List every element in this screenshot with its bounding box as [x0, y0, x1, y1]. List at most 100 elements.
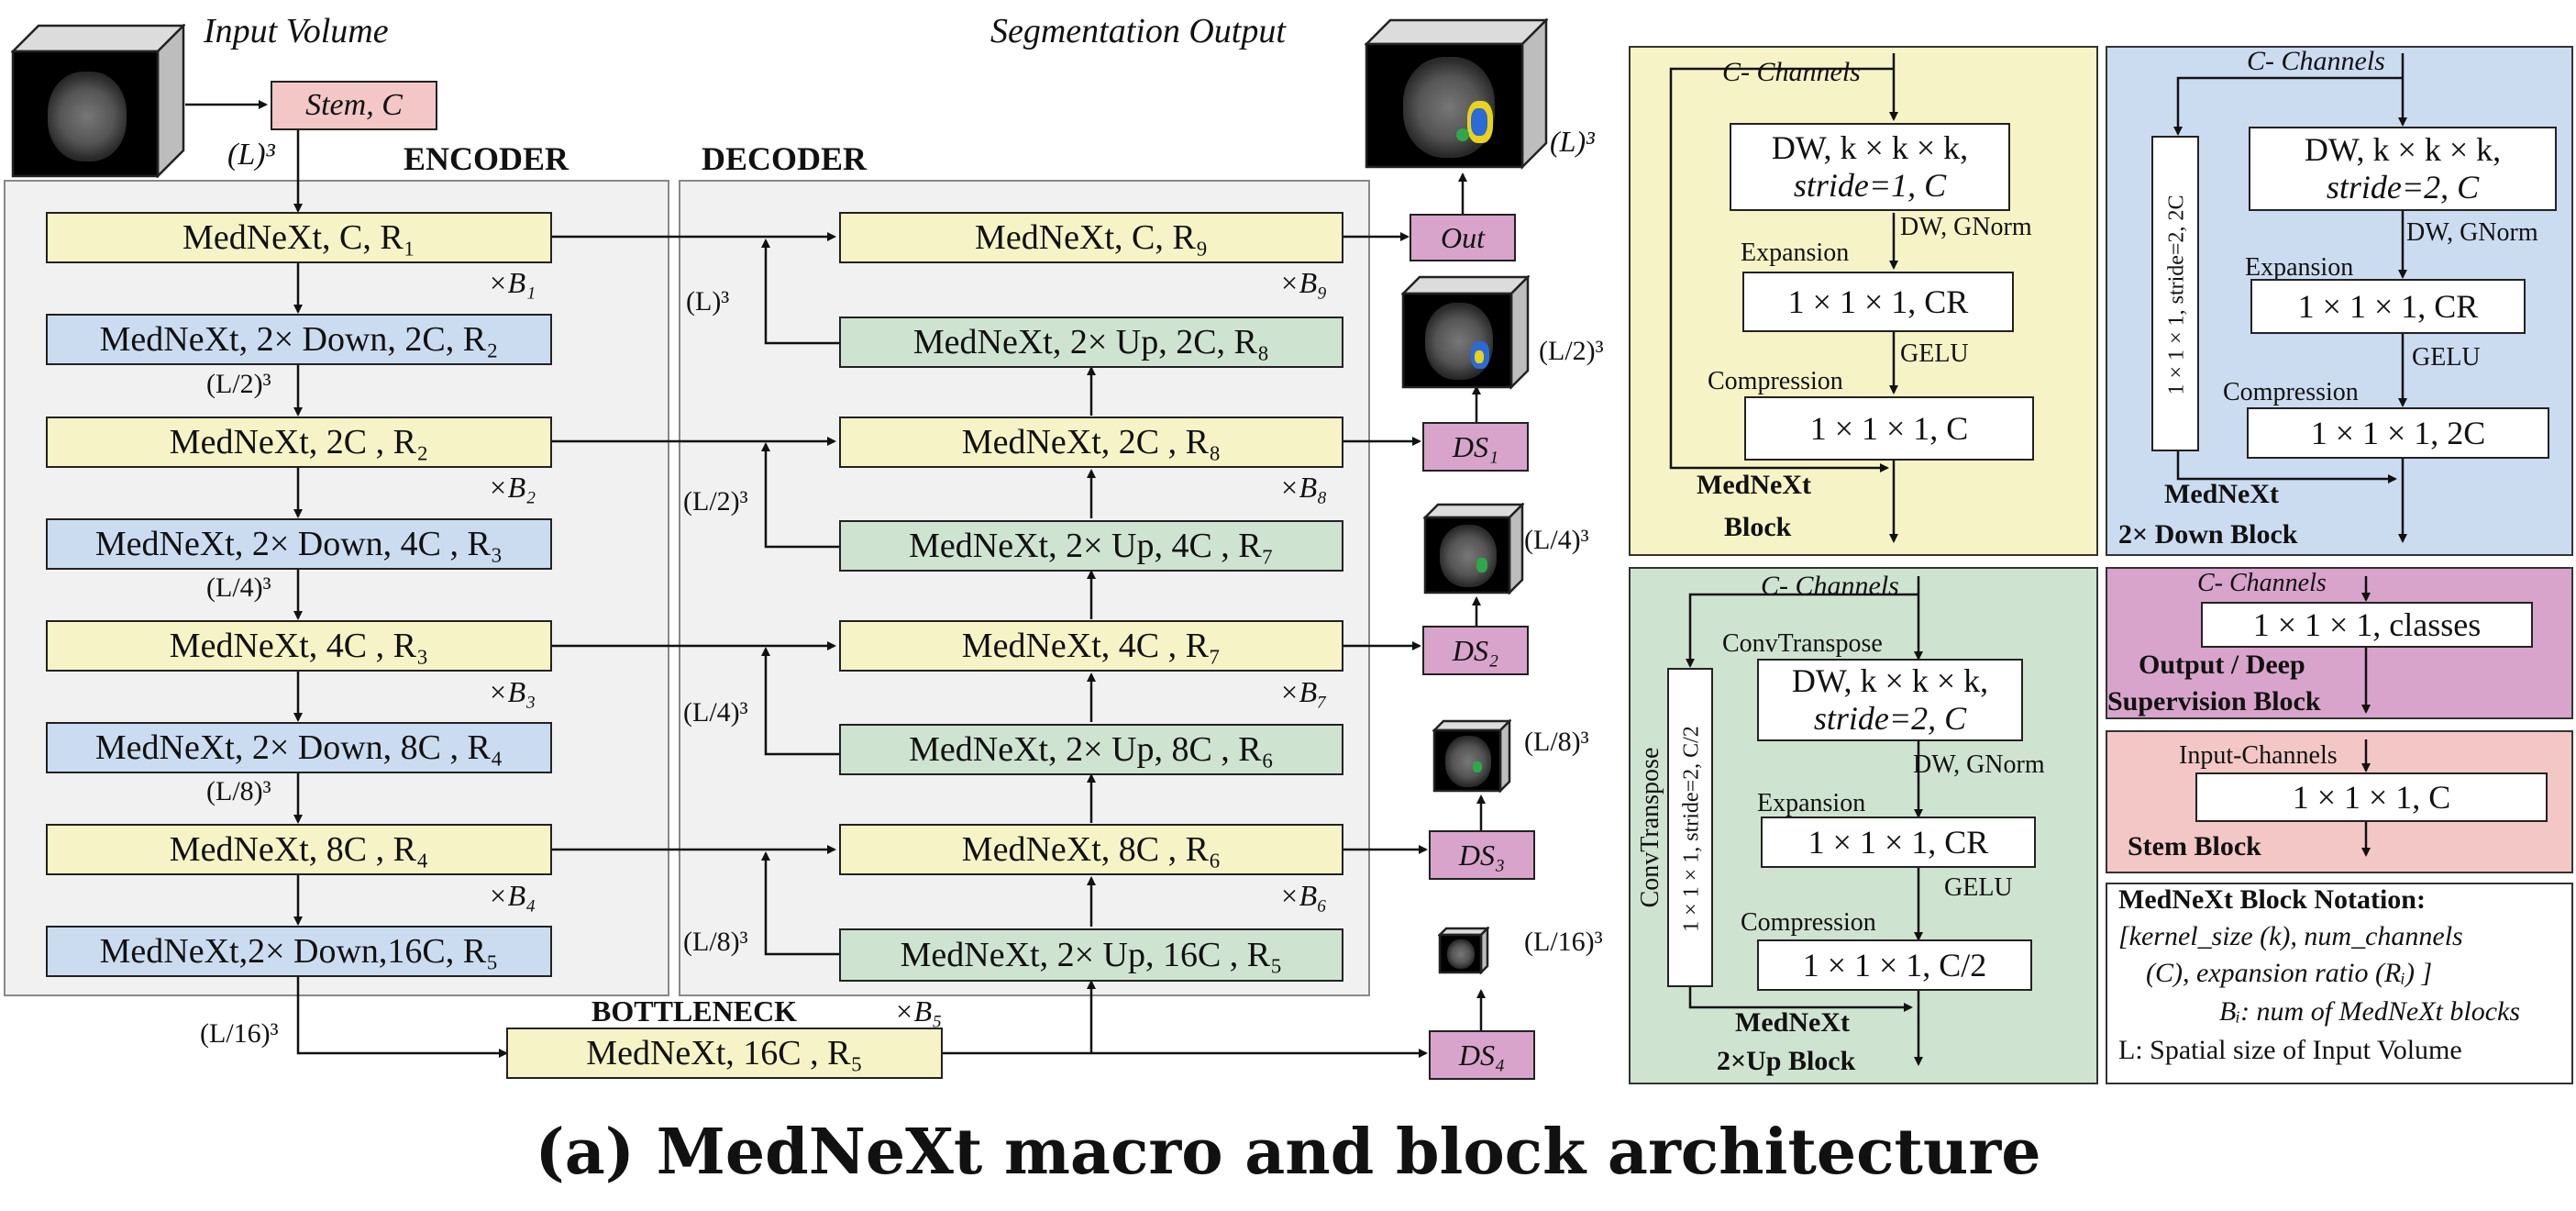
- output-block-name-1: Output / Deep: [2139, 650, 2305, 680]
- down-dw-box: DW, k × k × k, stride=2, C: [2249, 127, 2557, 211]
- notation-line-4: L: Spatial size of Input Volume: [2118, 1035, 2462, 1065]
- mednext-dw-line2: stride=1, C: [1793, 167, 1947, 204]
- mednext-dw-line1: DW, k × k × k,: [1771, 128, 1969, 166]
- size-l3-decoder: (L)³: [686, 286, 730, 317]
- segmentation-size-label: (L)³: [1550, 125, 1595, 158]
- decoder-up-block-2: MedNeXt, 2× Up, 4C , R₇: [839, 520, 1343, 572]
- size-l2-decoder: (L/2)³: [683, 486, 748, 517]
- up-dw-line1: DW, k × k × k,: [1791, 661, 1989, 699]
- down-block-name-1: MedNeXt: [2164, 479, 2279, 509]
- mednext-block-name-1: MedNeXt: [1697, 470, 1811, 500]
- encoder-block-1: MedNeXt, C, R₁: [46, 212, 552, 263]
- encoder-block-4: MedNeXt, 8C , R₄: [46, 824, 552, 875]
- repeat-b3: ×B₃: [488, 675, 536, 708]
- input-volume-label: Input Volume: [204, 12, 389, 50]
- size-l4-decoder: (L/4)³: [683, 697, 748, 728]
- mednext-compression-box: 1 × 1 × 1, C: [1744, 396, 2034, 461]
- repeat-b9: ×B₉: [1279, 266, 1328, 299]
- decoder-label: DECODER: [702, 140, 868, 177]
- notation-line-2: (C), expansion ratio (Rᵢ) ]: [2146, 958, 2433, 988]
- mednext-compression-label: Compression: [1708, 367, 1843, 395]
- ds1-size-label: (L/2)³: [1539, 336, 1604, 366]
- out-box: Out: [1410, 214, 1516, 261]
- output-box: 1 × 1 × 1, classes: [2201, 602, 2533, 648]
- size-l16-encoder: (L/16)³: [200, 1018, 279, 1049]
- mednext-block-name-2: Block: [1724, 512, 1792, 542]
- ds2-box: DS₂: [1422, 626, 1529, 675]
- ds3-box: DS₃: [1429, 830, 1535, 880]
- up-dw-norm-label: DW, GNorm: [1913, 750, 2045, 779]
- size-l8-decoder: (L/8)³: [683, 927, 748, 957]
- up-side-label: ConvTranspose: [1636, 747, 1664, 908]
- stem-box: Stem, C: [271, 81, 437, 130]
- stem-size-label: (L)³: [227, 138, 275, 172]
- mednext-channels-label: C- Channels: [1722, 57, 1861, 87]
- ds4-box: DS₄: [1429, 1030, 1535, 1080]
- input-volume-cube: [11, 24, 185, 178]
- ds1-box: DS₁: [1422, 422, 1529, 472]
- up-expansion-box: 1 × 1 × 1, CR: [1761, 817, 2036, 868]
- ds4-size-label: (L/16)³: [1524, 927, 1603, 957]
- encoder-label: ENCODER: [404, 140, 569, 177]
- ds2-size-label: (L/4)³: [1524, 525, 1589, 555]
- down-dw-line1: DW, k × k × k,: [2304, 130, 2502, 168]
- up-compression-box: 1 × 1 × 1, C/2: [1757, 939, 2032, 991]
- output-block-name-2: Supervision Block: [2107, 686, 2321, 717]
- up-side-text: 1 × 1 × 1, stride=2, C/2: [1679, 726, 1704, 932]
- bottleneck-label: BOTTLENECK: [591, 994, 798, 1028]
- notation-line-3: Bᵢ: num of MedNeXt blocks: [2219, 996, 2520, 1027]
- down-side-box: 1 × 1 × 1, stride=2, 2C: [2151, 136, 2199, 451]
- encoder-down-block-1: MedNeXt, 2× Down, 2C, R₂: [46, 314, 552, 365]
- repeat-b2: ×B₂: [488, 471, 536, 504]
- down-expansion-label: Expansion: [2245, 253, 2354, 282]
- ds4-cube: [1438, 927, 1489, 974]
- ds3-size-label: (L/8)³: [1524, 727, 1589, 757]
- down-dw-norm-label: DW, GNorm: [2406, 218, 2538, 247]
- bottleneck-block: MedNeXt, 16C , R₅: [506, 1028, 943, 1079]
- segmentation-output-cube: [1365, 18, 1548, 170]
- stem-channels-label: Input-Channels: [2179, 741, 2338, 770]
- mednext-expansion-box: 1 × 1 × 1, CR: [1742, 272, 2014, 332]
- up-block-name-2: 2×Up Block: [1717, 1046, 1856, 1076]
- down-compression-label: Compression: [2223, 378, 2359, 406]
- notation-line-1: [kernel_size (k), num_channels: [2118, 921, 2463, 951]
- encoder-block-2: MedNeXt, 2C , R₂: [46, 417, 552, 468]
- decoder-block-4: MedNeXt, 8C , R₆: [839, 824, 1343, 875]
- size-l4-encoder: (L/4)³: [206, 572, 271, 603]
- output-channels-label: C- Channels: [2197, 569, 2327, 597]
- up-convtranspose-label: ConvTranspose: [1722, 629, 1883, 658]
- repeat-b6: ×B₆: [1279, 879, 1328, 912]
- ds2-cube: [1423, 503, 1524, 594]
- stem-block-name: Stem Block: [2128, 831, 2261, 861]
- size-l8-encoder: (L/8)³: [206, 776, 271, 806]
- ds3-cube: [1432, 719, 1511, 793]
- decoder-up-block-1: MedNeXt, 2× Up, 2C, R₈: [839, 317, 1343, 368]
- repeat-b5: ×B₅: [894, 994, 943, 1028]
- repeat-b4: ×B₄: [488, 879, 536, 912]
- encoder-down-block-3: MedNeXt, 2× Down, 8C , R₄: [46, 722, 552, 773]
- up-expansion-label: Expansion: [1757, 789, 1866, 817]
- up-dw-line2: stride=2, C: [1813, 700, 1967, 737]
- notation-panel: [2106, 883, 2573, 1084]
- up-channels-label: C- Channels: [1761, 571, 1899, 601]
- decoder-up-block-3: MedNeXt, 2× Up, 8C , R₆: [839, 724, 1343, 775]
- decoder-block-1: MedNeXt, C, R₉: [839, 212, 1343, 263]
- repeat-b7: ×B₇: [1279, 675, 1328, 708]
- up-dw-box: DW, k × k × k, stride=2, C: [1757, 659, 2023, 741]
- decoder-up-block-4: MedNeXt, 2× Up, 16C , R₅: [839, 928, 1343, 982]
- mednext-dw-norm-label: DW, GNorm: [1900, 213, 2032, 241]
- repeat-b1: ×B₁: [488, 266, 536, 299]
- decoder-block-3: MedNeXt, 4C , R₇: [839, 620, 1343, 672]
- up-side-box: 1 × 1 × 1, stride=2, C/2: [1667, 668, 1713, 987]
- down-gelu-label: GELU: [2412, 343, 2481, 372]
- up-gelu-label: GELU: [1944, 873, 2013, 902]
- down-expansion-box: 1 × 1 × 1, CR: [2250, 279, 2526, 334]
- decoder-block-2: MedNeXt, 2C , R₈: [839, 417, 1343, 468]
- mednext-gelu-label: GELU: [1900, 339, 1969, 368]
- up-block-name-1: MedNeXt: [1735, 1007, 1850, 1038]
- down-compression-box: 1 × 1 × 1, 2C: [2247, 407, 2549, 459]
- down-side-text: 1 × 1 × 1, stride=2, 2C: [2164, 194, 2189, 395]
- down-block-name-2: 2× Down Block: [2118, 519, 2298, 550]
- up-compression-label: Compression: [1741, 908, 1876, 937]
